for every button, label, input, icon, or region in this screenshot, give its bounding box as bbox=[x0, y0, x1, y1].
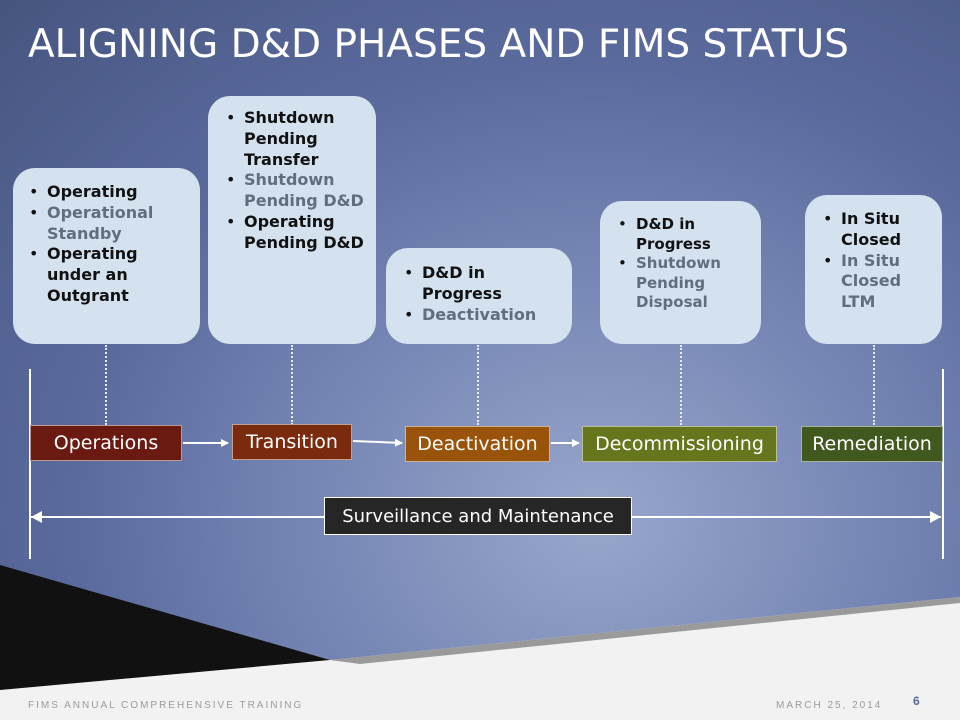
dark-wedge bbox=[0, 565, 330, 690]
status-box-remediation: In Situ Closed In Situ Closed LTM bbox=[805, 195, 942, 344]
connector-line bbox=[873, 345, 875, 425]
status-list: In Situ Closed In Situ Closed LTM bbox=[819, 209, 934, 313]
gray-accent bbox=[330, 597, 960, 664]
connector-line bbox=[680, 345, 682, 425]
phase-remediation: Remediation bbox=[801, 426, 943, 462]
phase-operations: Operations bbox=[30, 425, 182, 461]
status-item: D&D in Progress bbox=[614, 215, 753, 254]
phase-transition: Transition bbox=[232, 424, 352, 460]
status-item: In Situ Closed bbox=[819, 209, 934, 251]
status-box-operations: Operating Operational Standby Operating … bbox=[13, 168, 200, 344]
status-list: D&D in Progress Deactivation bbox=[400, 263, 564, 325]
status-list: Shutdown Pending Transfer Shutdown Pendi… bbox=[222, 108, 368, 254]
page-number: 6 bbox=[913, 694, 920, 708]
timeline-left-edge bbox=[29, 369, 31, 559]
span-arrow-right-head bbox=[930, 511, 941, 523]
status-item: Shutdown Pending Transfer bbox=[222, 108, 368, 170]
status-item: Operating Pending D&D bbox=[222, 212, 368, 254]
status-item: Deactivation bbox=[400, 305, 564, 326]
status-list: D&D in Progress Shutdown Pending Disposa… bbox=[614, 215, 753, 313]
status-item: In Situ Closed LTM bbox=[819, 251, 934, 313]
status-item: D&D in Progress bbox=[400, 263, 564, 305]
connector-line bbox=[105, 345, 107, 425]
status-box-transition: Shutdown Pending Transfer Shutdown Pendi… bbox=[208, 96, 376, 344]
status-box-decommissioning: D&D in Progress Shutdown Pending Disposa… bbox=[600, 201, 761, 344]
status-item: Shutdown Pending Disposal bbox=[614, 254, 753, 313]
footer-training-label: FIMS ANNUAL COMPREHENSIVE TRAINING bbox=[28, 700, 304, 711]
phase-decommissioning: Decommissioning bbox=[582, 426, 777, 462]
span-arrow-left-head bbox=[31, 511, 42, 523]
status-box-deactivation: D&D in Progress Deactivation bbox=[386, 248, 572, 344]
surveillance-maintenance-label: Surveillance and Maintenance bbox=[324, 497, 632, 535]
status-item: Operational Standby bbox=[25, 203, 192, 245]
phase-deactivation: Deactivation bbox=[405, 426, 550, 462]
connector-line bbox=[477, 345, 479, 425]
status-list: Operating Operational Standby Operating … bbox=[25, 182, 192, 307]
status-item: Shutdown Pending D&D bbox=[222, 170, 368, 212]
slide-title: ALIGNING D&D PHASES AND FIMS STATUS bbox=[28, 22, 849, 67]
arrow-transition-to-deactivation bbox=[352, 438, 403, 447]
footer-date: MARCH 25, 2014 bbox=[776, 700, 883, 711]
status-item: Operating bbox=[25, 182, 192, 203]
connector-line bbox=[291, 345, 293, 425]
white-band bbox=[0, 585, 960, 720]
timeline-right-edge bbox=[942, 369, 944, 559]
status-item: Operating under an Outgrant bbox=[25, 244, 192, 306]
